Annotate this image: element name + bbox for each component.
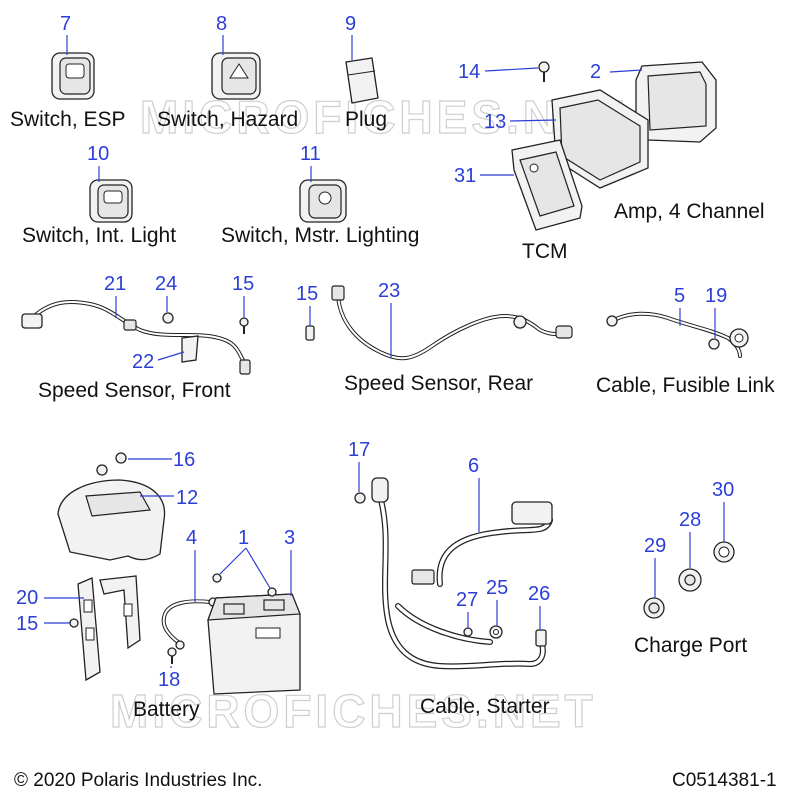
cable-fusible-link-part[interactable] <box>606 311 749 358</box>
label-switch-int-light: Switch, Int. Light <box>22 224 176 247</box>
diagram-code: C0514381-1 <box>672 770 777 791</box>
callout-22: 22 <box>132 351 154 373</box>
battery-cover-part[interactable] <box>57 479 166 561</box>
tcm-part[interactable] <box>511 139 583 231</box>
bracket-13-part[interactable] <box>551 89 649 189</box>
callout-30: 30 <box>712 479 734 501</box>
bolt-15-battery-part[interactable] <box>69 618 79 628</box>
charge-port-28-part[interactable] <box>678 568 702 592</box>
callout-10: 10 <box>87 143 109 165</box>
bolt-15-front-part[interactable] <box>239 317 249 334</box>
nut-24-part[interactable] <box>162 312 174 324</box>
label-speed-sensor-front: Speed Sensor, Front <box>38 379 231 402</box>
switch-esp-part[interactable] <box>51 52 95 100</box>
callout-15-front: 15 <box>232 273 254 295</box>
label-amp-4-channel: Amp, 4 Channel <box>614 200 765 223</box>
bolt-18-part[interactable] <box>167 647 177 664</box>
callout-11: 11 <box>300 143 321 165</box>
battery-bolts-1-part[interactable] <box>212 573 277 597</box>
label-switch-hazard: Switch, Hazard <box>157 108 298 131</box>
label-switch-mstr-lighting: Switch, Mstr. Lighting <box>221 224 419 247</box>
callout-28: 28 <box>679 509 701 531</box>
clamp-25-part[interactable] <box>489 625 503 639</box>
callout-26: 26 <box>528 583 550 605</box>
callout-24: 24 <box>155 273 177 295</box>
label-plug: Plug <box>345 108 387 131</box>
callout-21: 21 <box>104 273 126 295</box>
callout-27: 27 <box>456 589 478 611</box>
switch-int-light-part[interactable] <box>89 179 133 223</box>
bolt-27-part[interactable] <box>463 627 473 637</box>
plug-part[interactable] <box>345 57 379 104</box>
label-battery: Battery <box>133 698 200 721</box>
callout-15-battery: 15 <box>16 613 38 635</box>
callout-16: 16 <box>173 449 195 471</box>
copyright-text: © 2020 Polaris Industries Inc. <box>14 770 262 791</box>
callout-18: 18 <box>158 669 180 691</box>
callout-2: 2 <box>590 61 601 83</box>
callout-19: 19 <box>705 285 727 307</box>
callout-4: 4 <box>186 527 197 549</box>
callout-23: 23 <box>378 280 400 302</box>
callout-3: 3 <box>284 527 295 549</box>
callout-8: 8 <box>216 13 227 35</box>
watermark-bottom: MICROFICHES.NET <box>110 685 597 737</box>
bolt-16-part[interactable] <box>96 452 127 476</box>
battery-cable-4-part[interactable] <box>161 597 218 650</box>
battery-part[interactable] <box>207 593 301 695</box>
callout-14: 14 <box>458 61 480 83</box>
label-charge-port: Charge Port <box>634 634 747 657</box>
callout-6: 6 <box>468 455 479 477</box>
terminal-26-part[interactable] <box>535 629 547 647</box>
bolt-15-rear-part[interactable] <box>305 325 315 341</box>
callout-1: 1 <box>238 527 249 549</box>
switch-hazard-part[interactable] <box>211 52 261 100</box>
callout-29: 29 <box>644 535 666 557</box>
speed-sensor-rear-part[interactable] <box>331 285 573 361</box>
callout-15-rear: 15 <box>296 283 318 305</box>
callout-25: 25 <box>486 577 508 599</box>
speed-sensor-front-part[interactable] <box>21 299 251 375</box>
label-tcm: TCM <box>522 240 568 263</box>
switch-mstr-lighting-part[interactable] <box>299 179 347 223</box>
callout-17: 17 <box>348 439 370 461</box>
callout-12: 12 <box>176 487 198 509</box>
amp-4-channel-part[interactable] <box>635 61 717 143</box>
nut-17-part[interactable] <box>354 492 366 504</box>
charge-port-cap-29-part[interactable] <box>643 597 665 619</box>
callout-7: 7 <box>60 13 71 35</box>
nut-19-part[interactable] <box>708 338 720 350</box>
callout-5: 5 <box>674 285 685 307</box>
cable-starter-part[interactable] <box>371 477 553 670</box>
clip-22-part[interactable] <box>181 335 199 363</box>
callout-13: 13 <box>484 111 506 133</box>
callout-20: 20 <box>16 587 38 609</box>
screw-14-part[interactable] <box>538 61 550 82</box>
callout-9: 9 <box>345 13 356 35</box>
nut-30-part[interactable] <box>713 541 735 563</box>
label-cable-starter: Cable, Starter <box>420 695 550 718</box>
callout-31: 31 <box>454 165 476 187</box>
label-speed-sensor-rear: Speed Sensor, Rear <box>344 372 533 395</box>
battery-bracket-part[interactable] <box>77 575 141 682</box>
label-cable-fusible-link: Cable, Fusible Link <box>596 374 775 397</box>
label-switch-esp: Switch, ESP <box>10 108 126 131</box>
